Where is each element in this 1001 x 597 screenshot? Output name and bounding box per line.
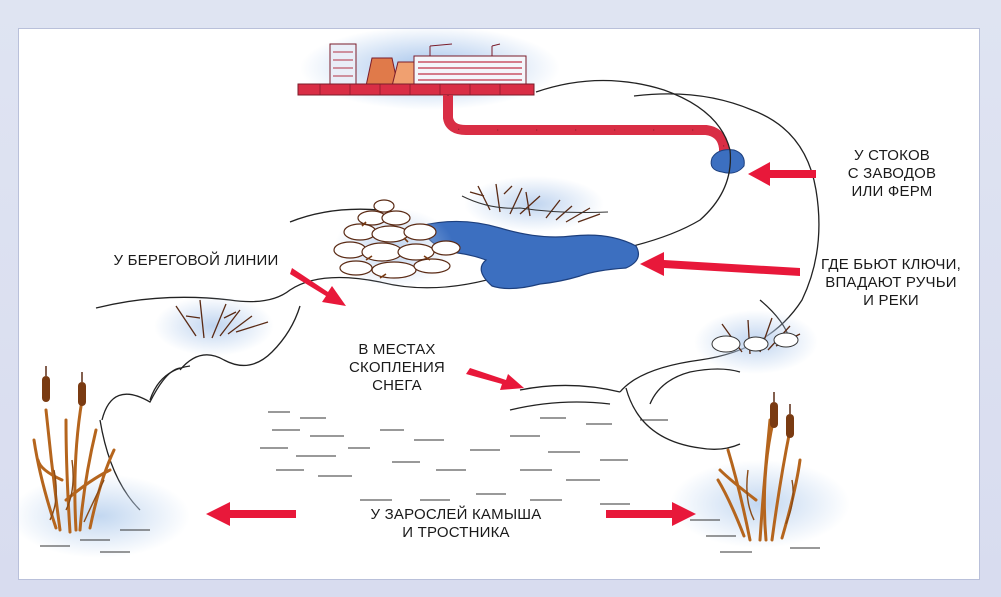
- arrow-to-snowdrift: [466, 368, 524, 390]
- bush-right: [694, 310, 818, 374]
- arrow-to-spring: [640, 252, 800, 276]
- open-water-spring: [419, 220, 639, 290]
- arrow-to-outflow: [748, 162, 816, 186]
- snow-drift-lines: [260, 411, 668, 505]
- label-kamysh: У ЗАРОСЛЕЙ КАМЫША И ТРОСТНИКА: [370, 506, 542, 541]
- drain-pipe: [443, 95, 729, 156]
- arrow-to-reeds-right: [606, 502, 696, 526]
- arrow-to-shoreline: [290, 268, 346, 306]
- label-klyuchi: ГДЕ БЬЮТ КЛЮЧИ, ВПАДАЮТ РУЧЬИ И РЕКИ: [821, 256, 961, 309]
- bush-top: [461, 176, 609, 232]
- reeds-left: [10, 366, 190, 558]
- outflow-puddle: [710, 149, 745, 174]
- shoreline: [95, 79, 820, 511]
- label-sneg: В МЕСТАХ СКОПЛЕНИЯ СНЕГА: [349, 341, 445, 394]
- arrows: [206, 162, 816, 526]
- reeds-right: [670, 392, 850, 553]
- factory: [297, 26, 560, 110]
- bush-left: [154, 296, 274, 356]
- label-bereg: У БЕРЕГОВОЙ ЛИНИИ: [113, 252, 279, 269]
- label-stoki: У СТОКОВ С ЗАВОДОВ ИЛИ ФЕРМ: [847, 147, 937, 200]
- arrow-to-reeds-left: [206, 502, 296, 526]
- snowy-spruce: [333, 199, 461, 288]
